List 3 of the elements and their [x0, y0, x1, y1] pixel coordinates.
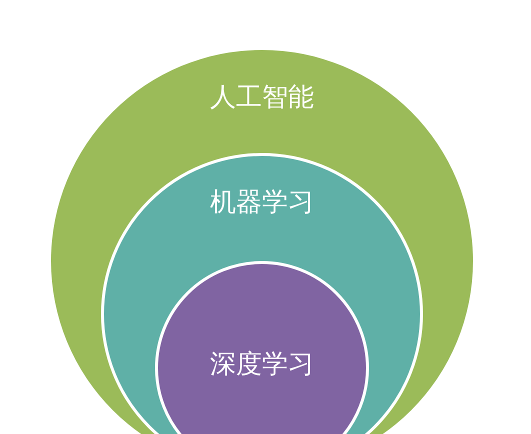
set-label: 机器学习 — [210, 188, 314, 218]
set-label: 人工智能 — [210, 84, 314, 112]
set-label: 深度学习 — [210, 350, 314, 380]
